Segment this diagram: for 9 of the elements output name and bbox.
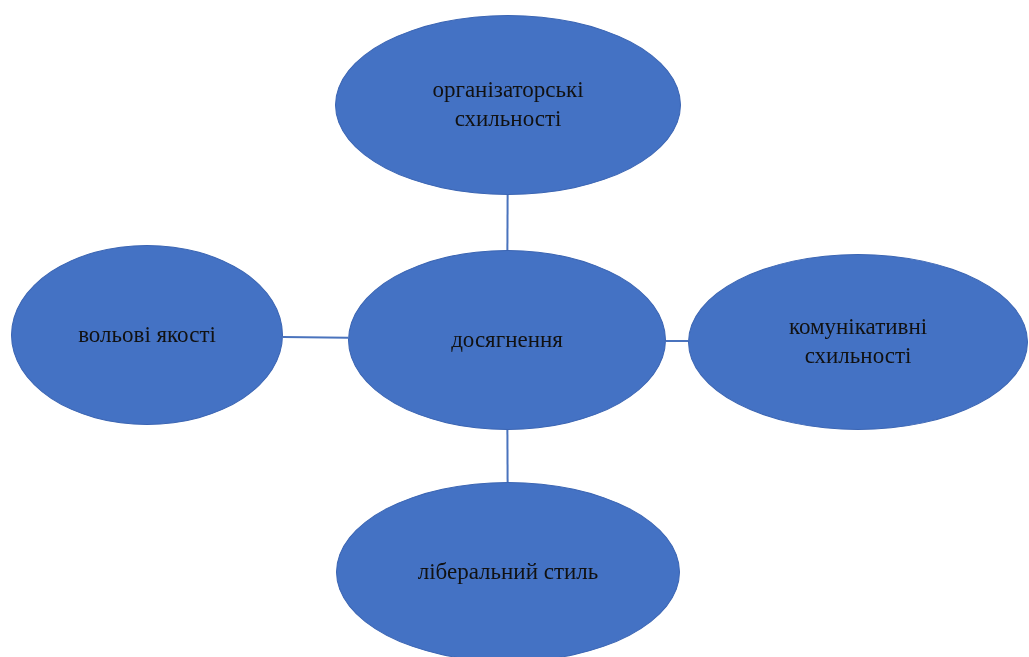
node-label: комунікативні схильності (787, 313, 929, 370)
node-label: ліберальний стиль (417, 557, 599, 586)
connector-line (506, 429, 509, 483)
connector-line (506, 194, 509, 251)
node-label: досягнення (451, 325, 563, 354)
node-label: організаторські схильності (431, 76, 585, 133)
connector-line (665, 339, 689, 343)
connector-line (281, 335, 350, 339)
node-label: вольові якості (78, 320, 216, 349)
